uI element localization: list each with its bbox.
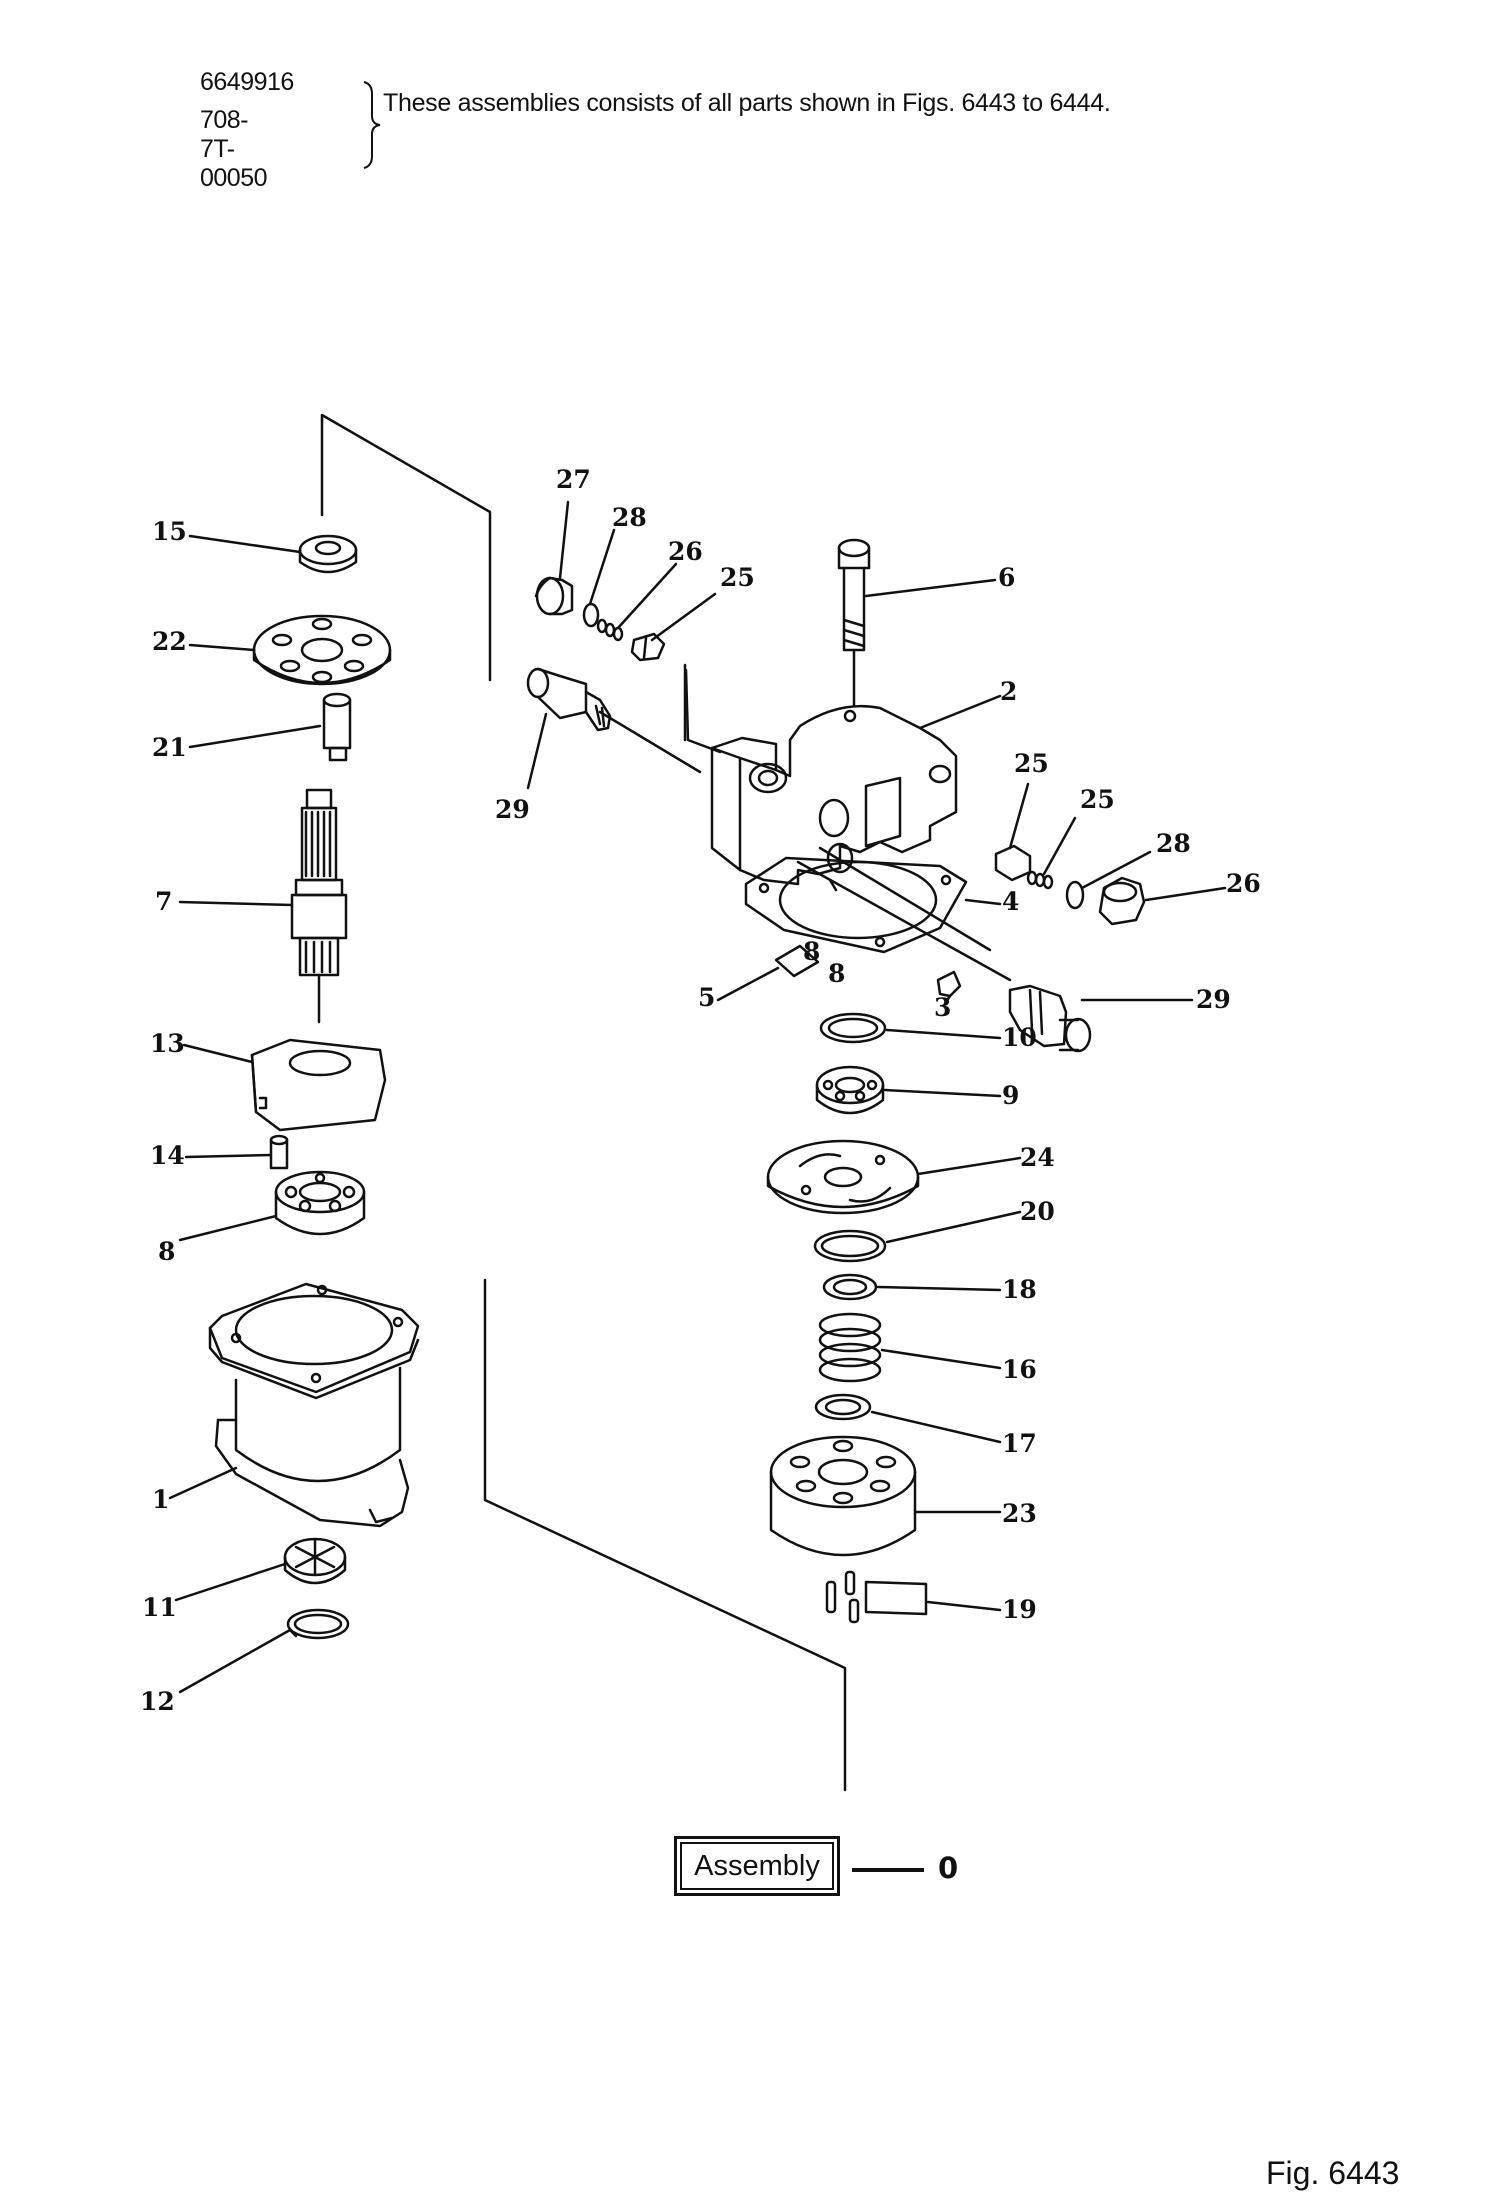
part-19-pins: [825, 1570, 928, 1624]
assembly-number: 0: [938, 1851, 959, 1885]
part-22-plate: [252, 614, 392, 686]
part-24-valve-plate: [766, 1139, 920, 1215]
callout-24: 24: [1020, 1143, 1055, 1172]
part-25-poppet-upper: [630, 632, 666, 662]
callout-25-upper: 25: [720, 563, 755, 592]
part-12-snap-ring: [286, 1608, 350, 1640]
part-15-bearing: [298, 534, 358, 574]
callout-2: 2: [1000, 677, 1017, 706]
callout-12: 12: [140, 1687, 175, 1716]
callout-10: 10: [1002, 1023, 1037, 1052]
part-11-coupling: [283, 1537, 347, 1585]
part-21-sleeve: [322, 692, 352, 762]
callout-27-upper: 27: [556, 465, 591, 494]
callout-3: 3: [934, 993, 951, 1022]
callout-26-right: 25: [1080, 785, 1115, 814]
part-20-snap-ring: [813, 1229, 887, 1263]
part-2-valve-body: [710, 704, 958, 892]
callout-26-upper: 26: [668, 537, 703, 566]
part-29-cartridge-left: [526, 667, 612, 732]
callout-25-right: 25: [1014, 749, 1049, 778]
figure-label: Fig. 6443: [1266, 2155, 1400, 2191]
part-9-bearing: [815, 1065, 885, 1115]
part-28-oring-right: [1065, 880, 1085, 910]
part-23-cylinder-block: [769, 1435, 917, 1557]
part-6-bolt: [837, 538, 871, 707]
callout-8-upper: 8: [803, 937, 820, 966]
callout-5: 5: [698, 983, 715, 1012]
part-4-gasket: [744, 856, 968, 954]
callout-17: 17: [1002, 1429, 1037, 1458]
callout-27-right: 26: [1226, 869, 1261, 898]
callout-14: 14: [150, 1141, 185, 1170]
callout-29-right: 29: [1196, 985, 1231, 1014]
part-number-1: 6649916: [200, 68, 294, 96]
part-5-nameplate: [774, 944, 820, 978]
part-26-spring-right: [1026, 870, 1054, 890]
part-28-oring-upper: [582, 602, 600, 628]
assembly-label-box: Assembly: [674, 1836, 840, 1896]
callout-22: 22: [152, 627, 187, 656]
callout-15: 15: [152, 517, 187, 546]
part-10-ring: [819, 1012, 887, 1044]
part-26-spring-upper: [596, 618, 624, 642]
callout-4: 4: [1002, 887, 1019, 916]
callout-8: 8: [158, 1237, 175, 1266]
callout-28-upper: 28: [612, 503, 647, 532]
callout-9: 9: [1002, 1081, 1019, 1110]
callout-8-lower: 8: [828, 959, 845, 988]
callout-23: 23: [1002, 1499, 1037, 1528]
assembly-note: These assemblies consists of all parts s…: [383, 89, 1111, 117]
part-number-2: 708-7T-00050: [200, 106, 268, 192]
part-14-pin: [269, 1134, 289, 1170]
part-27-plug-right: [1098, 876, 1146, 926]
part-3-plug: [936, 970, 962, 998]
part-25-poppet-right: [994, 844, 1032, 882]
callout-19: 19: [1002, 1595, 1037, 1624]
brace-icon: [363, 81, 381, 169]
assembly-leader-line: [852, 1868, 924, 1872]
callout-21: 21: [152, 733, 187, 762]
callout-28-right: 28: [1156, 829, 1191, 858]
callout-18: 18: [1002, 1275, 1037, 1304]
part-18-washer: [822, 1273, 878, 1301]
part-13-block: [250, 1038, 387, 1132]
part-8-bearing: [274, 1170, 366, 1236]
part-27-plug-upper: [534, 576, 574, 616]
callout-20: 20: [1020, 1197, 1055, 1226]
callout-1: 1: [152, 1485, 169, 1514]
callout-6: 6: [998, 563, 1015, 592]
part-29-cartridge-right: [1008, 984, 1092, 1053]
callout-16: 16: [1002, 1355, 1037, 1384]
part-7-shaft: [290, 788, 348, 1024]
callout-29-left: 29: [495, 795, 530, 824]
callout-11: 11: [142, 1593, 177, 1622]
part-17-washer: [814, 1393, 872, 1421]
callout-7: 7: [155, 887, 172, 916]
part-16-spring: [818, 1312, 882, 1383]
callout-13: 13: [150, 1029, 185, 1058]
part-1-housing: [208, 1282, 420, 1528]
